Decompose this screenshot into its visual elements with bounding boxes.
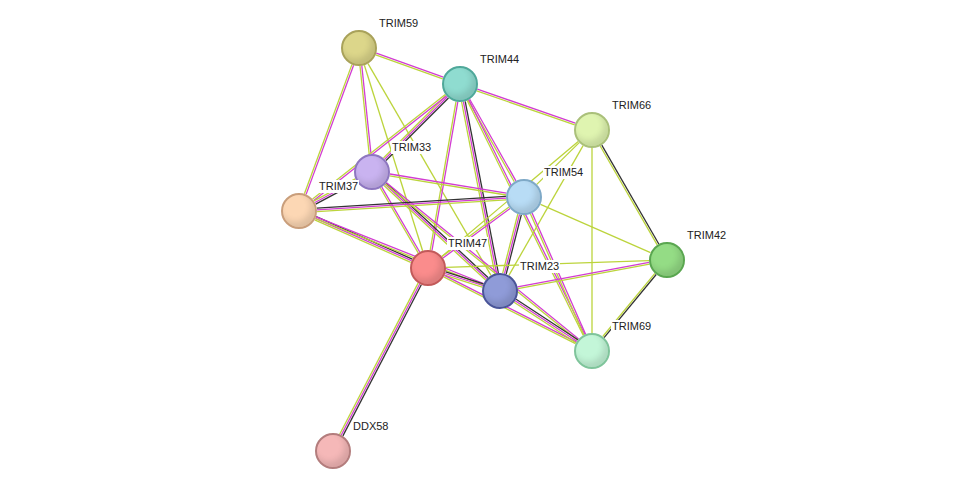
node-label: TRIM47	[447, 237, 488, 250]
evidence-line	[591, 148, 592, 333]
protein-node: TRIM23	[482, 273, 518, 309]
evidence-line	[316, 217, 484, 284]
evidence-line	[360, 66, 369, 154]
node-label: TRIM33	[391, 141, 432, 154]
evidence-line	[503, 214, 518, 273]
evidence-line	[390, 174, 507, 193]
node-circle	[281, 193, 317, 229]
evidence-line	[384, 96, 447, 159]
node-circle	[410, 250, 446, 286]
protein-node: TRIM47	[410, 250, 446, 286]
evidence-line	[602, 145, 659, 244]
evidence-line	[386, 98, 449, 161]
evidence-line	[385, 97, 448, 160]
interaction-edge	[467, 100, 585, 336]
node-label: TRIM42	[686, 229, 727, 242]
node-label: TRIM37	[318, 180, 359, 193]
node-label: TRIM69	[611, 320, 652, 333]
node-circle	[442, 66, 478, 102]
evidence-line	[442, 207, 509, 257]
interaction-edge	[340, 283, 422, 436]
node-label: TRIM59	[378, 17, 419, 30]
evidence-line	[516, 299, 578, 339]
evidence-line	[315, 219, 483, 286]
interaction-edge	[442, 207, 510, 258]
evidence-line	[317, 198, 506, 210]
evidence-line	[445, 274, 483, 286]
evidence-line	[443, 208, 510, 258]
node-label: TRIM44	[479, 53, 520, 66]
node-circle	[341, 30, 377, 66]
node-circle	[315, 433, 351, 469]
evidence-line	[600, 146, 657, 245]
interaction-edge	[592, 148, 593, 333]
node-circle	[649, 242, 685, 278]
evidence-line	[314, 96, 447, 201]
evidence-line	[390, 176, 507, 195]
protein-node: TRIM44	[442, 66, 478, 102]
evidence-line	[515, 301, 577, 341]
interaction-edge	[477, 89, 576, 125]
protein-node: TRIM66	[574, 112, 610, 148]
protein-node: TRIM54	[506, 179, 542, 215]
node-label: TRIM54	[543, 166, 584, 179]
evidence-line	[514, 302, 576, 342]
evidence-line	[532, 213, 586, 334]
protein-node: TRIM33	[354, 154, 390, 190]
node-label: TRIM66	[611, 99, 652, 112]
evidence-line	[541, 204, 651, 252]
interaction-edge	[600, 145, 659, 245]
evidence-line	[470, 99, 516, 181]
interaction-edge	[541, 204, 651, 252]
interaction-edge	[514, 299, 578, 342]
evidence-line	[467, 101, 583, 336]
node-circle	[506, 179, 542, 215]
node-circle	[574, 112, 610, 148]
evidence-line	[341, 284, 419, 435]
protein-node: TRIM37	[281, 193, 317, 229]
evidence-line	[317, 200, 506, 212]
evidence-line	[603, 273, 655, 336]
interaction-edge	[390, 174, 507, 195]
protein-node: TRIM69	[574, 333, 610, 369]
node-label: DDX58	[352, 420, 389, 433]
protein-node: TRIM42	[649, 242, 685, 278]
protein-node: TRIM59	[341, 30, 377, 66]
node-label: TRIM23	[519, 260, 560, 273]
interaction-edge	[603, 273, 656, 337]
node-circle	[482, 273, 518, 309]
interaction-edge	[376, 53, 444, 79]
interaction-edge	[317, 196, 506, 211]
protein-node: DDX58	[315, 433, 351, 469]
interaction-edge	[384, 96, 449, 161]
interaction-edge	[385, 183, 578, 341]
evidence-line	[477, 91, 575, 125]
node-circle	[354, 154, 390, 190]
evidence-line	[362, 66, 371, 154]
evidence-line	[340, 283, 418, 434]
evidence-line	[604, 275, 656, 338]
interaction-edge	[315, 217, 483, 285]
evidence-line	[315, 220, 411, 263]
interaction-edge	[380, 187, 419, 253]
evidence-line	[376, 53, 443, 77]
node-circle	[574, 333, 610, 369]
evidence-line	[477, 89, 575, 123]
evidence-line	[343, 285, 421, 436]
interaction-edge	[313, 94, 447, 200]
evidence-line	[376, 55, 443, 79]
evidence-line	[313, 94, 446, 199]
